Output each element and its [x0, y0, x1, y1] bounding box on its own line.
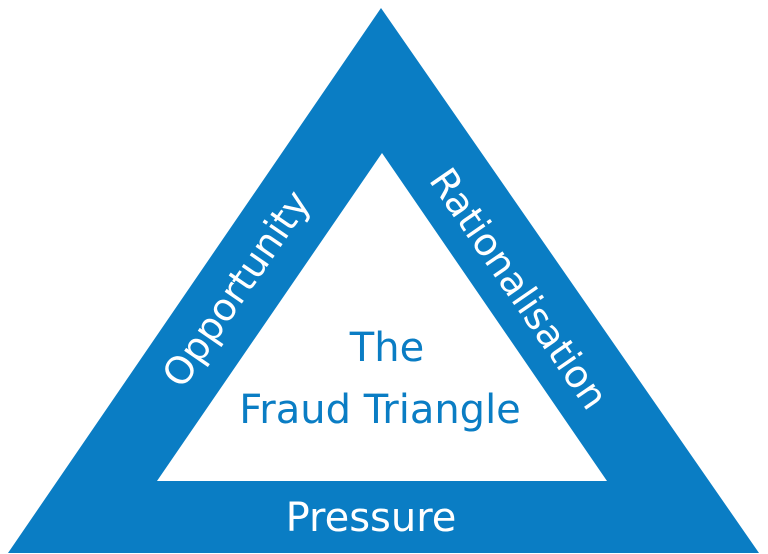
diagram-title-line-2: Fraud Triangle — [239, 387, 521, 433]
diagram-title-line-1: The — [349, 325, 424, 371]
side-label-rationalisation: Rationalisation — [421, 160, 617, 417]
triangle-frame — [8, 8, 759, 553]
side-label-pressure: Pressure — [286, 495, 457, 541]
